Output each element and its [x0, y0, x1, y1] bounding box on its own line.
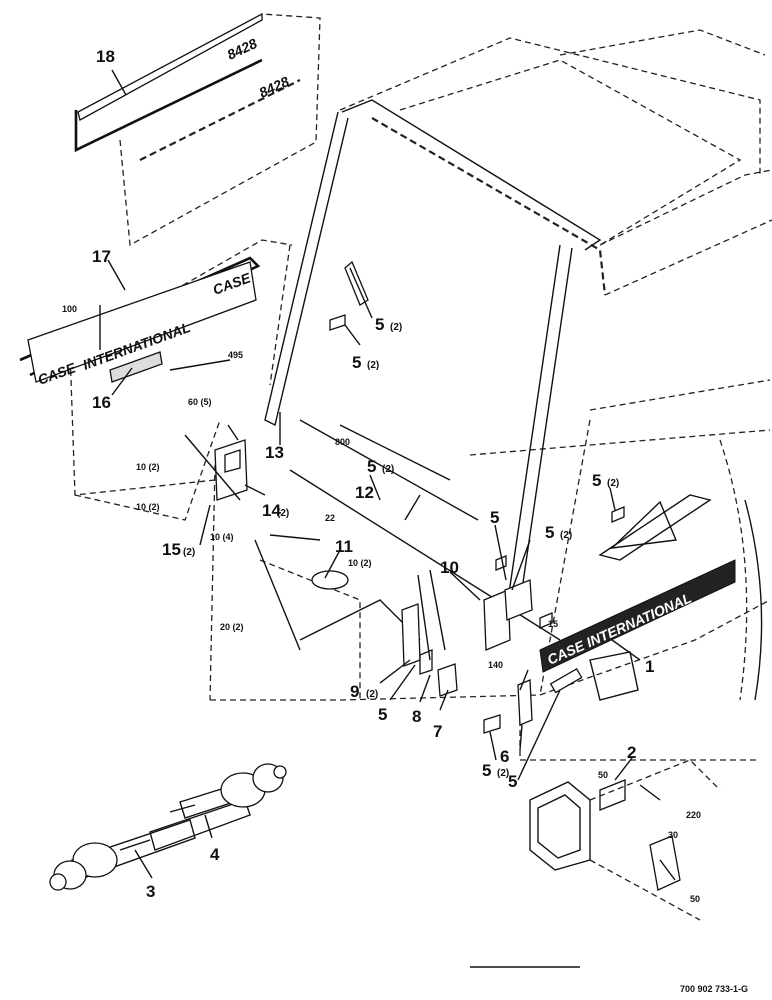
dim-10a: 10 (2): [136, 462, 160, 472]
dim-50b: 50: [690, 894, 700, 904]
dim-100: 100: [62, 304, 77, 314]
callout-7: 7: [433, 722, 442, 741]
dim-10c: 10 (4): [210, 532, 234, 542]
callout-5i: 5: [508, 772, 517, 791]
qty-15: (2): [183, 547, 195, 558]
callout-5c: 5: [367, 457, 376, 476]
dim-140: 140: [488, 660, 503, 670]
dim-20: 20 (2): [220, 622, 244, 632]
callout-5d: 5: [592, 471, 601, 490]
guard-box: [529, 759, 721, 921]
case-international-decal: CASE INTERNATIONAL: [539, 559, 736, 673]
qty-9: (2): [366, 689, 378, 700]
qty-5f: (2): [560, 530, 572, 541]
callout-4: 4: [210, 845, 220, 864]
callout-3: 3: [146, 882, 155, 901]
dim-800: 800: [335, 437, 350, 447]
dim-10d: 10 (2): [348, 558, 372, 568]
dim-220: 220: [686, 810, 701, 820]
dim-495: 495: [228, 350, 243, 360]
qty-5d: (2): [607, 478, 619, 489]
model-decal-text-2: 8428: [257, 73, 292, 101]
callout-5b: 5: [352, 353, 361, 372]
dim-15: 15: [548, 619, 558, 629]
dim-50a: 50: [598, 770, 608, 780]
qty-5c: (2): [382, 464, 394, 475]
small-decals: [214, 260, 712, 891]
callout-2: 2: [627, 743, 636, 762]
item-16-decal: [109, 351, 163, 383]
callout-5f: 5: [545, 523, 554, 542]
callout-16: 16: [92, 393, 111, 412]
dim-22: 22: [325, 513, 335, 523]
callout-13: 13: [265, 443, 284, 462]
callout-numbers: 18 17 16 15 14 13 12 11 10 9 8 7 6 1 2 3…: [92, 47, 654, 901]
case-international-text: CASE INTERNATIONAL: [545, 590, 694, 668]
callout-5g: 5: [378, 705, 387, 724]
dimension-labels: 100 495 60 (5) 800 10 (2) 10 (2) 10 (4) …: [62, 304, 701, 904]
callout-5a: 5: [375, 315, 384, 334]
qty-5h: (2): [497, 768, 509, 779]
callout-1: 1: [645, 657, 654, 676]
qty-14: (2): [277, 508, 289, 519]
baler-body-outline: [209, 29, 772, 761]
callout-5e: 5: [490, 508, 499, 527]
callout-11: 11: [335, 537, 353, 556]
callout-8: 8: [412, 707, 421, 726]
dim-30: 30: [668, 830, 678, 840]
callout-17: 17: [92, 247, 111, 266]
pto-driveline: [49, 763, 287, 891]
dim-60: 60 (5): [188, 397, 212, 407]
callout-10: 10: [440, 558, 459, 577]
callout-12: 12: [355, 483, 374, 502]
left-shield-outline: [69, 239, 293, 521]
callout-14: 14: [262, 501, 281, 520]
item-17-panel: CASE INTERNATIONAL CASE: [19, 256, 261, 388]
callout-15: 15: [162, 540, 181, 559]
callout-5h: 5: [482, 761, 491, 780]
dim-10b: 10 (2): [136, 502, 160, 512]
callout-6: 6: [500, 747, 509, 766]
leader-lines: [99, 69, 676, 881]
callout-9: 9: [350, 682, 359, 701]
model-decal-text: 8428: [225, 35, 260, 63]
figure-id: 700 902 733-1-G: [680, 984, 748, 994]
callout-18: 18: [96, 47, 115, 66]
qty-5b: (2): [367, 360, 379, 371]
qty-5a: (2): [390, 322, 402, 333]
